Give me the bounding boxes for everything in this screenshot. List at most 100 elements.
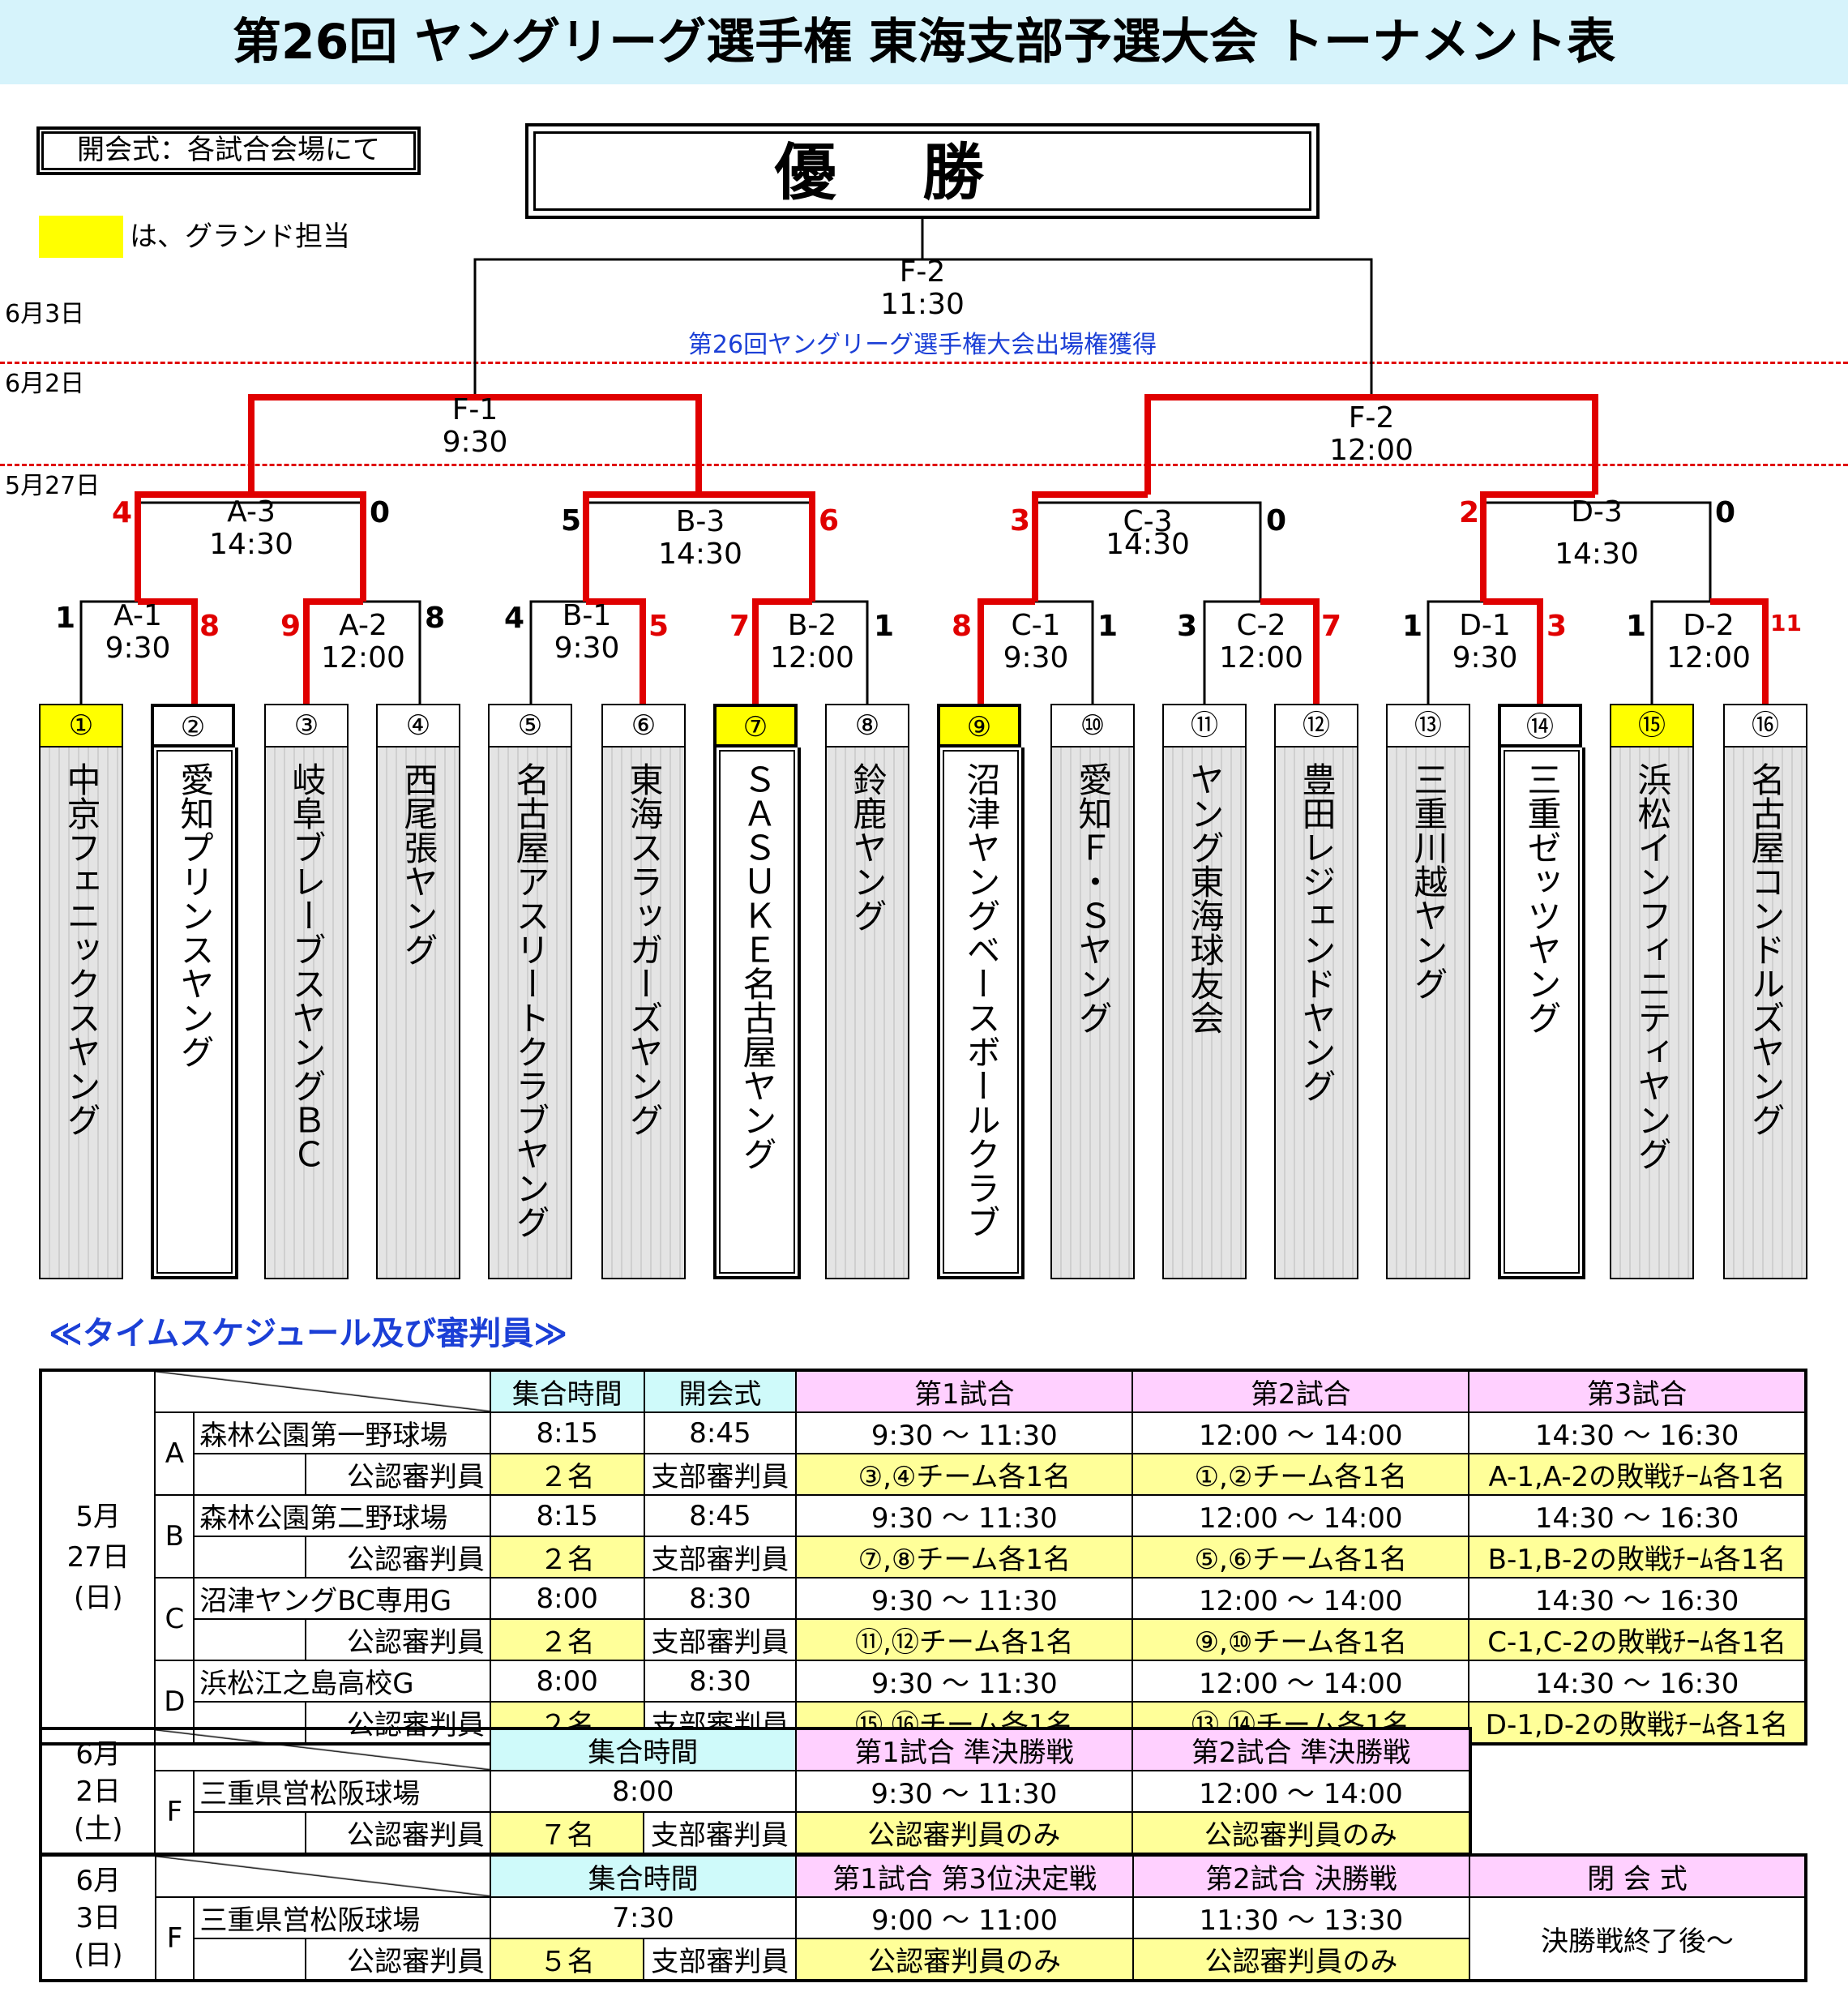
venue-id: C [154, 1577, 195, 1661]
team-name: 西尾張ヤング [376, 747, 460, 1279]
bracket-lines [79, 219, 1769, 704]
ref-game1: 公認審判員のみ [795, 1938, 1134, 1981]
match-code: B-2 [787, 609, 837, 642]
final-code: F-2 [899, 255, 946, 289]
corner-cell [154, 1854, 491, 1898]
gather-time: 8:00 [489, 1770, 797, 1813]
schedule-table-jun3: 6月 3日 (日) 集合時間 第1試合 第3位決定戦 第2試合 決勝戦 閉 会 … [39, 1853, 1807, 1982]
champion-box: 優勝 [525, 123, 1320, 219]
ref-count: ７名 [489, 1811, 644, 1855]
match-time: 14:30 [209, 528, 293, 561]
score: 3 [1546, 610, 1568, 643]
game2-time: 12:00 ～ 14:00 [1131, 1494, 1470, 1537]
page-title: 第26回 ヤングリーグ選手権 東海支部予選大会 トーナメント表 [0, 0, 1848, 84]
score: 4 [504, 602, 525, 635]
game1-time: 9:30 ～ 11:30 [794, 1770, 1133, 1813]
team-number: ⑪ [1162, 704, 1247, 747]
venue-name: 浜松江之島高校G [193, 1660, 491, 1703]
gather-time: 8:00 [489, 1577, 645, 1620]
ref-label: 公認審判員 [304, 1536, 491, 1578]
team-name: ヤング東海球友会 [1162, 747, 1247, 1279]
ref-label: 公認審判員 [305, 1938, 491, 1981]
legend-swatch [39, 216, 123, 258]
open-time: 8:30 [643, 1577, 798, 1620]
ref-game2: 公認審判員のみ [1131, 1811, 1472, 1855]
game2-time: 12:00 ～ 14:00 [1131, 1411, 1470, 1454]
match-time: 14:30 [658, 538, 742, 571]
date-label: 6月3日 [5, 300, 85, 328]
score: 1 [1097, 610, 1119, 643]
team-name: 愛知Ｆ・Ｓヤング [1050, 747, 1135, 1279]
team-name: ＳＡＳＵＫＥ名古屋ヤング [713, 747, 801, 1279]
match-code: D-1 [1459, 609, 1511, 642]
venue-name: 三重県営松阪球場 [193, 1896, 491, 1939]
branch-ref: 支部審判員 [643, 1536, 798, 1578]
match-time: 12:00 [1666, 641, 1751, 675]
date-cell: 5月 27日 (日) [39, 1369, 156, 1745]
ref-game2: ①,②チーム各1名 [1131, 1453, 1470, 1496]
gather-time: 8:00 [489, 1660, 645, 1703]
corner-cell [154, 1369, 491, 1413]
open-time: 8:30 [643, 1660, 798, 1703]
game3-time: 14:30 ～ 16:30 [1468, 1411, 1807, 1454]
game1-time: 9:30 ～ 11:30 [795, 1577, 1134, 1620]
match-time: 12:00 [1219, 641, 1303, 675]
match-code: B-3 [675, 505, 725, 538]
game1-time: 9:30 ～ 11:30 [795, 1660, 1134, 1703]
header-game1: 第1試合 第3位決定戦 [795, 1854, 1134, 1898]
match-time: 9:30 [1003, 641, 1069, 675]
ref-game3: A-1,A-2の敗戦ﾁｰﾑ各1名 [1468, 1453, 1807, 1496]
venue-name: 沼津ヤングBC専用G [193, 1577, 491, 1620]
venue-name: 森林公園第一野球場 [193, 1411, 491, 1454]
ref-count: ２名 [489, 1453, 645, 1496]
match-time: 14:30 [1555, 538, 1639, 571]
team-name: 岐阜ブレーブスヤングＢＣ [264, 747, 349, 1279]
date-divider [0, 362, 1848, 364]
game1-time: 9:30 ～ 11:30 [795, 1494, 1134, 1537]
gather-time: 8:15 [489, 1494, 645, 1537]
ref-label: 公認審判員 [304, 1618, 491, 1661]
team-number: ⑬ [1386, 704, 1470, 747]
score: 9 [280, 610, 302, 643]
score: 8 [199, 610, 220, 643]
venue-id: F [154, 1770, 195, 1855]
open-time: 8:45 [643, 1494, 798, 1537]
ref-game3: C-1,C-2の敗戦ﾁｰﾑ各1名 [1468, 1618, 1807, 1661]
match-code: A-3 [227, 495, 276, 529]
match-code: C-1 [1011, 609, 1061, 642]
team-number: ⑩ [1050, 704, 1135, 747]
team-number: ⑧ [825, 704, 909, 747]
date-cell: 6月 2日 (土) [39, 1728, 156, 1855]
team-name: 中京フェニックスヤング [39, 747, 123, 1279]
team-number: ⑯ [1723, 704, 1807, 747]
team-number: ⑫ [1274, 704, 1358, 747]
team-number: ⑥ [601, 704, 686, 747]
match-code: A-2 [339, 609, 387, 642]
match-code: D-3 [1571, 495, 1623, 529]
gather-time: 8:15 [489, 1411, 645, 1454]
header-open: 開会式 [643, 1369, 798, 1413]
ref-label: 公認審判員 [304, 1453, 491, 1496]
match-code: B-1 [562, 599, 612, 632]
semi-code: F-1 [451, 393, 498, 426]
header-game2: 第2試合 準決勝戦 [1131, 1728, 1472, 1771]
